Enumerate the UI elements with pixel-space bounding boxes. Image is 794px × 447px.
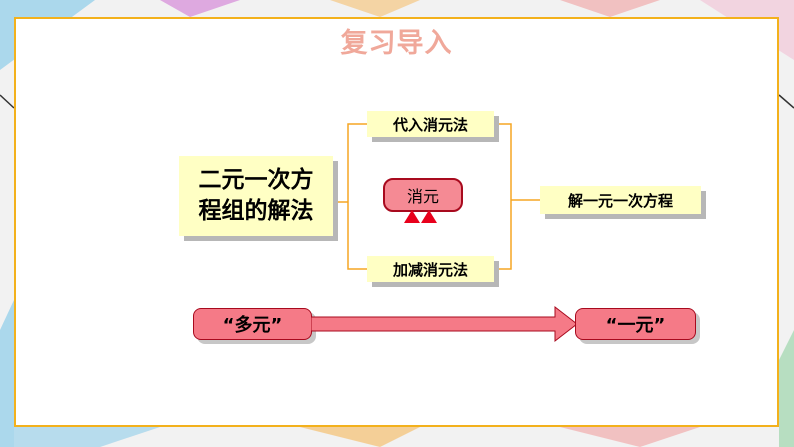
method-substitution: 代入消元法: [367, 111, 494, 137]
result-box: 解一元一次方程: [540, 186, 701, 214]
slide: 复习导入 二元一次方 程组的解法 代入消元法 加减消元法 消元 解一元一次方程 …: [14, 17, 779, 427]
main-topic-box: 二元一次方 程组的解法: [179, 156, 333, 236]
slide-title: 复习导入: [340, 28, 453, 59]
method-addition-subtraction: 加减消元法: [367, 256, 494, 282]
main-topic-line2: 程组的解法: [198, 198, 314, 224]
triangle-marker-icon: [421, 210, 437, 223]
transform-arrow-icon: [311, 305, 578, 343]
from-label: “多元”: [193, 308, 312, 340]
core-concept-box: 消元: [383, 178, 463, 212]
connector-lines: [333, 123, 540, 270]
main-topic-line1: 二元一次方: [198, 167, 314, 193]
triangle-marker-icon: [404, 210, 420, 223]
to-label: “一元”: [575, 308, 696, 340]
